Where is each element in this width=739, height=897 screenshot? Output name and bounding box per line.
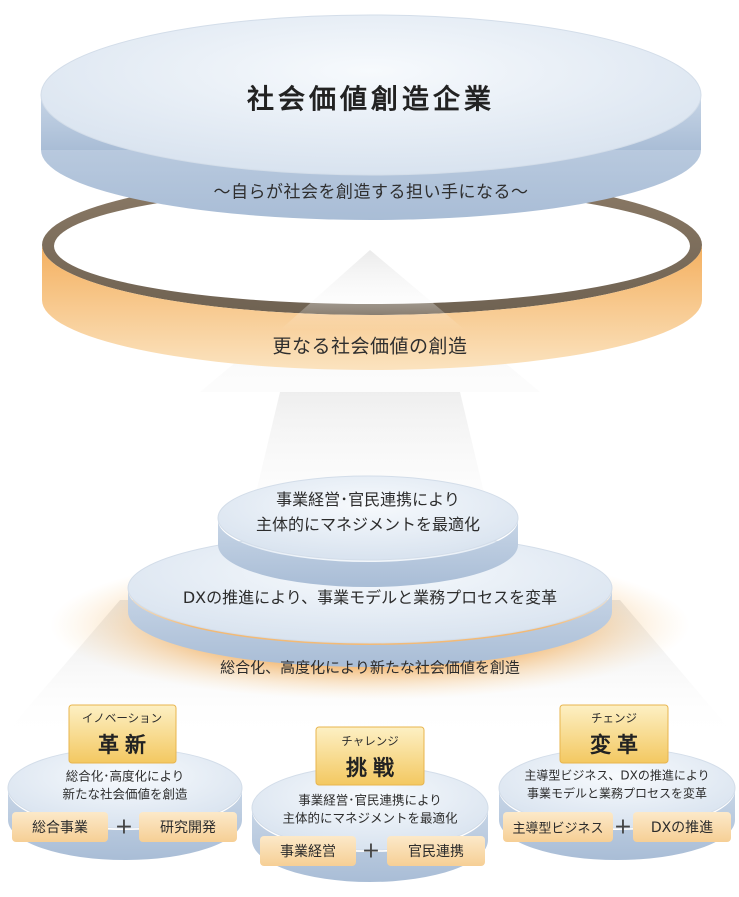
pillar-3-desc-line-1: 主導型ビジネス、DXの推進により <box>524 768 710 783</box>
pillar-2-left-label: 事業経営 <box>280 844 336 860</box>
main-subtitle: 〜自らが社会を創造する担い手になる〜 <box>213 182 529 203</box>
ring-front <box>42 245 702 370</box>
pillar-2-left-box <box>260 836 356 866</box>
pillar-2-desc-line-2: 主体的にマネジメントを最適化 <box>282 810 458 826</box>
pillar-2-desc-line-1: 事業経営･官民連携により <box>298 792 442 808</box>
pillar-2-plus: + <box>361 838 381 864</box>
upper-tier-line-1: 事業経営･官民連携により <box>276 490 460 509</box>
pillar-3-caption-box <box>559 704 669 764</box>
pillar-3-plus: + <box>613 814 633 840</box>
middle-upper-disc-wall <box>218 520 518 587</box>
upper-tier-line-2: 主体的にマネジメントを最適化 <box>255 515 481 534</box>
pillar-1-right-box <box>139 812 237 842</box>
pillar-3-kana: チェンジ <box>591 711 637 725</box>
top-disc-face <box>40 14 702 176</box>
middle-lower-disc-wall <box>128 590 612 667</box>
pillar-3-left-box <box>503 812 613 842</box>
pillar-2-right-box <box>387 836 485 866</box>
pillar-1-kana: イノベーション <box>81 711 163 725</box>
pillar-3-title: 変革 <box>590 733 644 757</box>
pillar-2-caption-box <box>315 726 425 786</box>
arrow-through-ring <box>280 250 465 330</box>
pillar-2-right-label: 官民連携 <box>408 844 464 860</box>
pillar-3-right-label: DXの推進 <box>650 820 714 836</box>
lower-tier-label: DXの推進により、事業モデルと業務プロセスを変革 <box>182 588 558 607</box>
pillar-1-plus: + <box>114 814 134 840</box>
main-title: 社会価値創造企業 <box>247 84 495 116</box>
pillar-1-title: 革新 <box>98 733 152 757</box>
pillar-3-right-box <box>633 812 731 842</box>
ring-hole <box>54 188 690 304</box>
ring-label: 更なる社会価値の創造 <box>272 335 468 358</box>
pillar-3-left-label: 主導型ビジネス <box>512 821 604 837</box>
pillar-2-kana: チャレンジ <box>341 734 399 748</box>
pillar-1-left-label: 総合事業 <box>32 820 88 836</box>
middle-upper-disc-face <box>217 475 519 561</box>
pillar-1-desc-line-1: 総合化･高度化により <box>65 768 185 784</box>
pillar-1-right-label: 研究開発 <box>160 820 216 836</box>
glow-label: 総合化、高度化により新たな社会価値を創造 <box>220 658 520 677</box>
pillar-1-left-box <box>12 812 108 842</box>
pillar-3-disc-wall <box>499 790 735 860</box>
pillar-1-disc-wall <box>8 790 242 860</box>
pillar-1-desc-line-2: 新たな社会価値を創造 <box>62 786 188 802</box>
pillar-2-title: 挑戦 <box>346 756 400 780</box>
pillar-1-caption-box <box>68 704 177 764</box>
pillar-3-desc-line-2: 事業モデルと業務プロセスを変革 <box>526 786 708 801</box>
